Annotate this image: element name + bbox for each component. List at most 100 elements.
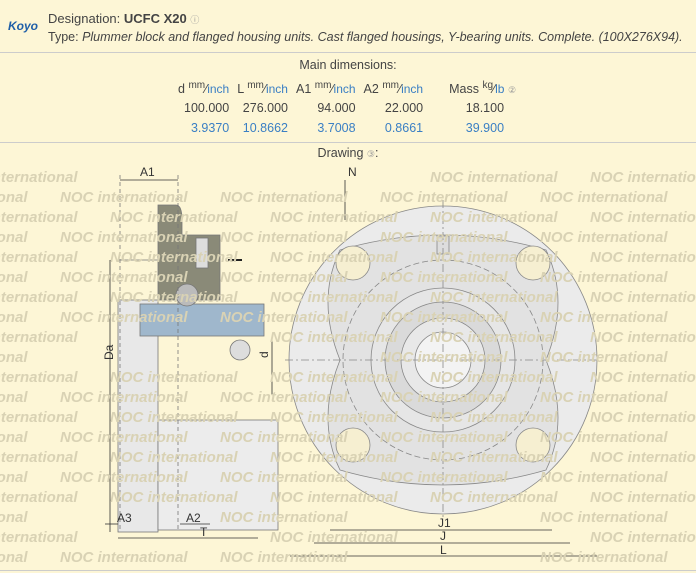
watermark-text: NOC international	[430, 409, 558, 426]
watermark-text: NOC international	[0, 469, 28, 486]
table-header-row: d mm⁄inch L mm⁄inch A1 mm⁄inch A2 mm⁄inc…	[178, 79, 517, 97]
info-circle-icon[interactable]: ⓘ	[190, 15, 200, 25]
watermark-text: NOC international	[270, 369, 398, 386]
label-l: L	[440, 543, 447, 557]
label-j: J	[440, 529, 446, 543]
watermark-text: NOC international	[60, 189, 188, 206]
watermark-text: NOC international	[0, 269, 28, 286]
watermark-text: NOC international	[270, 249, 398, 266]
watermark-text: NOC international	[380, 189, 508, 206]
watermark-text: NOC international	[0, 369, 78, 386]
watermark-text: NOC international	[0, 409, 78, 426]
label-a1: A1	[140, 165, 155, 179]
watermark-text: NOC international	[540, 389, 668, 406]
watermark-text: NOC international	[0, 349, 28, 366]
watermark-text: NOC international	[270, 209, 398, 226]
watermark-text: NOC international	[270, 489, 398, 506]
watermark-text: NOC international	[430, 169, 558, 186]
watermark-text: NOC international	[0, 489, 78, 506]
watermark-text: NOC international	[220, 309, 348, 326]
watermark-text: NOC international	[590, 249, 696, 266]
watermark-text: NOC international	[270, 409, 398, 426]
watermark-text: NOC international	[0, 289, 78, 306]
label-n: N	[348, 165, 357, 179]
watermark-text: NOC international	[0, 449, 78, 466]
info-circle-icon[interactable]: ②	[507, 85, 517, 96]
watermark-text: NOC international	[270, 289, 398, 306]
designation: Designation: UCFC X20 ⓘ	[48, 11, 200, 26]
watermark-text: NOC international	[590, 369, 696, 386]
watermark-text: NOC international	[220, 509, 348, 526]
watermark-text: NOC international	[220, 429, 348, 446]
watermark-text: NOC international	[0, 169, 78, 186]
label-t: T	[200, 525, 208, 539]
info-circle-icon: ③	[366, 149, 375, 159]
watermark-text: NOC international	[540, 429, 668, 446]
watermark-text: NOC international	[540, 349, 668, 366]
watermark-text: NOC international	[60, 389, 188, 406]
watermark-text: NOC international	[220, 189, 348, 206]
watermark-text: NOC international	[380, 269, 508, 286]
watermark-text: NOC international	[430, 449, 558, 466]
label-a2: A2	[186, 511, 201, 525]
main-dimensions-title: Main dimensions:	[299, 58, 397, 72]
watermark-text: NOC international	[430, 489, 558, 506]
watermark-text: NOC international	[0, 229, 28, 246]
watermark-text: NOC international	[110, 449, 238, 466]
watermark-text: NOC international	[0, 209, 78, 226]
watermark-text: NOC international	[430, 369, 558, 386]
watermark-text: NOC international	[220, 269, 348, 286]
watermark-text: NOC international	[110, 289, 238, 306]
watermark-text: NOC international	[0, 309, 28, 326]
drawing-title: Drawing ③:	[317, 146, 379, 160]
watermark-text: NOC international	[590, 529, 696, 546]
label-d: d	[257, 351, 271, 358]
watermark-text: NOC international	[0, 249, 78, 266]
watermark-text: NOC international	[590, 329, 696, 346]
watermark-text: NOC international	[0, 329, 78, 346]
dimensions-table: d mm⁄inch L mm⁄inch A1 mm⁄inch A2 mm⁄inc…	[174, 78, 520, 138]
type: Type: Plummer block and flanged housing …	[48, 30, 683, 44]
watermark-text: NOC international	[430, 329, 558, 346]
watermark-text: NOC international	[430, 249, 558, 266]
watermark-text: NOC international	[220, 389, 348, 406]
watermark-text: NOC international	[270, 329, 398, 346]
designation-value: UCFC X20	[123, 11, 187, 26]
watermark-text: NOC international	[380, 349, 508, 366]
type-value: Plummer block and flanged housing units.…	[82, 30, 683, 44]
label-a3: A3	[117, 511, 132, 525]
watermark-text: NOC international	[60, 429, 188, 446]
watermark-text: NOC international	[0, 189, 28, 206]
watermark-text: NOC international	[110, 249, 238, 266]
watermark-text: NOC international	[60, 309, 188, 326]
watermark-text: NOC international	[60, 229, 188, 246]
watermark-text: NOC international	[540, 189, 668, 206]
brand-logo: Koyo	[8, 19, 38, 33]
watermark-text: NOC international	[590, 449, 696, 466]
divider	[0, 570, 696, 571]
watermark-text: NOC international	[110, 489, 238, 506]
watermark-text: NOC international	[220, 229, 348, 246]
watermark-text: NOC international	[380, 229, 508, 246]
watermark-text: NOC international	[590, 409, 696, 426]
watermark-text: NOC international	[380, 429, 508, 446]
watermark-text: NOC international	[0, 529, 78, 546]
header: Koyo Designation: UCFC X20 ⓘ Type: Plumm…	[0, 0, 696, 53]
watermark-text: NOC international	[540, 549, 668, 566]
watermark-text: NOC international	[60, 469, 188, 486]
dimension-labels: A1 N Da d A3 A2 T J1 J L	[102, 165, 451, 557]
watermark-text: NOC international	[430, 289, 558, 306]
label-j1: J1	[438, 516, 451, 530]
divider	[0, 142, 696, 143]
watermark-text: NOC international	[0, 389, 28, 406]
watermark-text: NOC international	[590, 489, 696, 506]
watermark-text: NOC international	[590, 289, 696, 306]
watermark-text: NOC international	[540, 509, 668, 526]
watermark-text: NOC international	[380, 389, 508, 406]
watermark-text: NOC international	[590, 209, 696, 226]
watermark-text: NOC international	[380, 469, 508, 486]
